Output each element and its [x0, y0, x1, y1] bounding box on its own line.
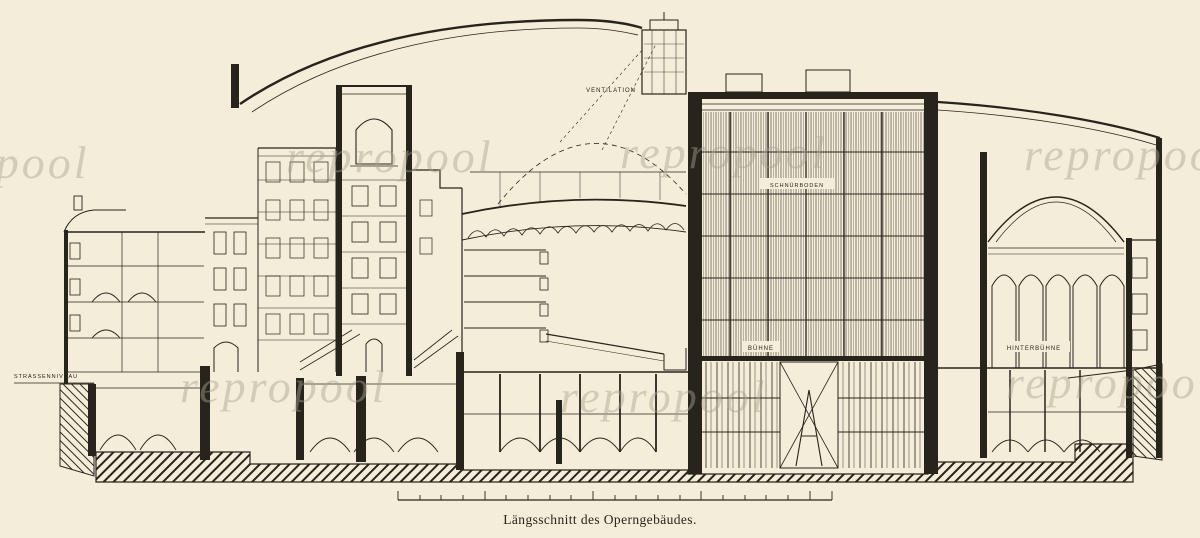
- watermarks: repropool repropool repropool repropool …: [0, 127, 1200, 422]
- stage-label: BÜHNE: [748, 345, 774, 352]
- watermark-text: repropool: [1024, 129, 1200, 180]
- stage-label-backing: [742, 341, 780, 352]
- front-of-house: [63, 85, 462, 453]
- roof: [239, 18, 1161, 146]
- terrain: STRASSENNIVEAU: [14, 363, 1163, 483]
- watermark-text: repropool: [180, 361, 388, 412]
- rear-stage-label-backing: [998, 341, 1070, 352]
- stage-tower: SCHNÜRBODEN BÜHNE: [702, 69, 924, 469]
- fly-loft-label-backing: [760, 178, 834, 189]
- auditorium: [461, 43, 688, 453]
- watermark-text: repropool: [286, 131, 494, 182]
- section-walls: [64, 64, 1162, 474]
- plate-caption: Längsschnitt des Operngebäudes.: [503, 512, 696, 527]
- scale-bar: [397, 491, 833, 501]
- watermark-text: repropool: [560, 371, 768, 422]
- street-level-label: STRASSENNIVEAU: [14, 374, 78, 380]
- watermark-text: repropool: [1006, 357, 1200, 408]
- watermark-text: repropool: [0, 137, 90, 188]
- watermark-text: repropool: [620, 127, 828, 178]
- rear-stage-label: HINTERBÜHNE: [1007, 345, 1061, 352]
- fly-loft-label: SCHNÜRBODEN: [770, 182, 824, 189]
- rear-stage: HINTERBÜHNE: [938, 196, 1156, 453]
- ventilation-label: VENTILATION: [586, 88, 636, 94]
- ventilation-turret: VENTILATION: [586, 12, 687, 95]
